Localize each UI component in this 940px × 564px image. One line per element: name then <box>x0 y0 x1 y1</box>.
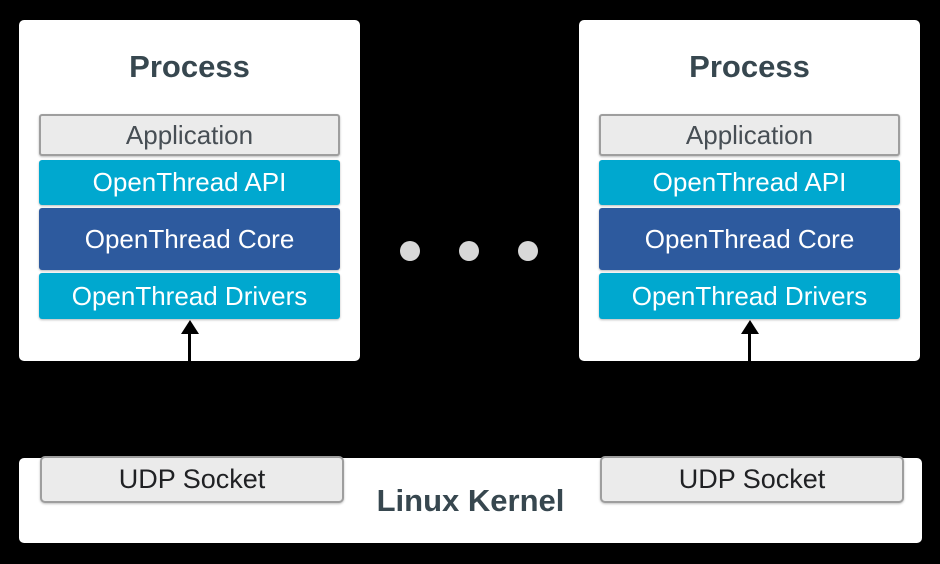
process-card-right: Process Application OpenThread API OpenT… <box>579 20 920 361</box>
application-layer-label: Application <box>125 119 254 150</box>
arrow-shaft <box>748 334 751 361</box>
upward-arrow-icon <box>740 320 760 361</box>
udp-socket-label: UDP Socket <box>678 464 826 494</box>
application-layer-label: Application <box>685 119 814 150</box>
linux-kernel-bar: Linux Kernel UDP Socket UDP Socket <box>19 456 922 543</box>
upward-arrow-icon <box>180 320 200 361</box>
openthread-api-layer-label: OpenThread API <box>92 167 287 197</box>
udp-socket-box-left: UDP Socket <box>40 456 344 503</box>
process-title: Process <box>689 49 810 84</box>
linux-kernel-label: Linux Kernel <box>376 482 565 518</box>
application-layer-box: Application <box>599 114 900 156</box>
application-layer-box: Application <box>39 114 340 156</box>
udp-socket-label: UDP Socket <box>118 464 266 494</box>
openthread-api-layer-box: OpenThread API <box>39 160 340 205</box>
openthread-drivers-layer-box: OpenThread Drivers <box>599 273 900 319</box>
openthread-core-layer-label: OpenThread Core <box>644 223 855 254</box>
ellipsis-dot <box>400 241 420 261</box>
openthread-api-layer-box: OpenThread API <box>599 160 900 205</box>
openthread-drivers-layer-label: OpenThread Drivers <box>631 280 868 311</box>
process-title: Process <box>129 49 250 84</box>
openthread-core-layer-box: OpenThread Core <box>39 208 340 270</box>
openthread-core-layer-box: OpenThread Core <box>599 208 900 270</box>
process-card-left: Process Application OpenThread API OpenT… <box>19 20 360 361</box>
openthread-drivers-layer-label: OpenThread Drivers <box>71 280 308 311</box>
arrow-shaft <box>188 334 191 361</box>
openthread-core-layer-label: OpenThread Core <box>84 223 295 254</box>
arrow-head <box>180 320 199 334</box>
arrow-head <box>740 320 759 334</box>
ellipsis-dot <box>459 241 479 261</box>
udp-socket-box-right: UDP Socket <box>600 456 904 503</box>
openthread-api-layer-label: OpenThread API <box>652 167 847 197</box>
openthread-drivers-layer-box: OpenThread Drivers <box>39 273 340 319</box>
ellipsis-dot <box>518 241 538 261</box>
